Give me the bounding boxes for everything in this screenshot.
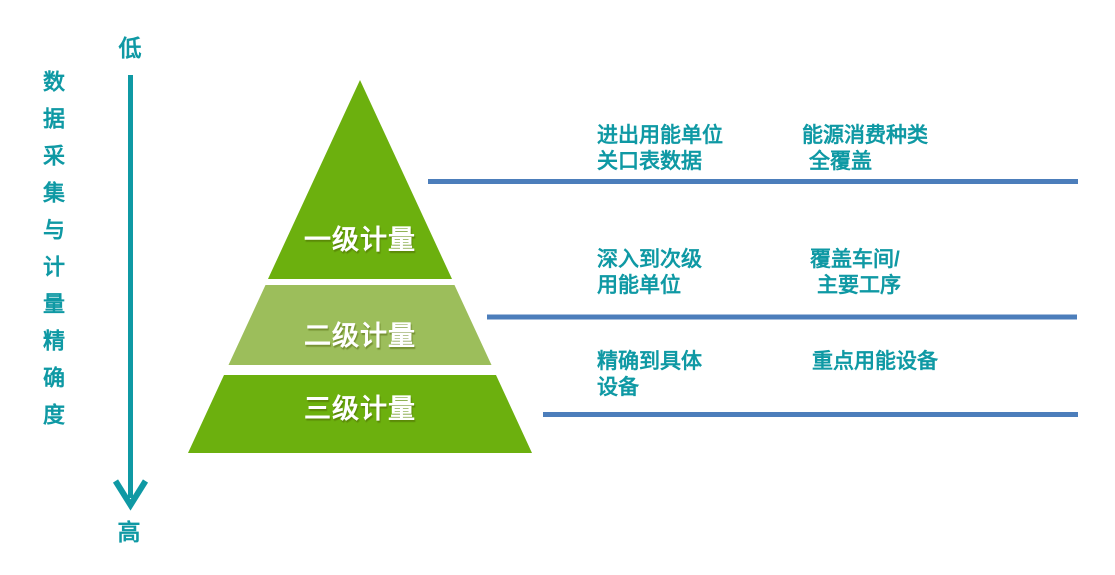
annotation-text-line: 进出用能单位	[597, 124, 723, 147]
annotation-level2-left: 深入到次级 用能单位	[597, 247, 702, 299]
annotation-level1-left: 进出用能单位 关口表数据	[597, 123, 723, 175]
pyramid-level-3-label: 三级计量	[304, 394, 416, 424]
annotation-text-line: 覆盖车间/	[810, 248, 900, 271]
annotation-text-line: 能源消费种类	[802, 124, 928, 147]
pyramid-level-2-label: 二级计量	[304, 321, 416, 351]
annotation-text-line: 主要工序	[817, 274, 901, 297]
annotation-text-line: 用能单位	[597, 274, 681, 297]
pyramid-level-1-label: 一级计量	[304, 225, 416, 255]
annotation-level1-right: 能源消费种类 全覆盖	[802, 123, 928, 175]
annotation-text-line: 全覆盖	[809, 150, 872, 173]
annotation-level3-right: 重点用能设备	[812, 349, 938, 375]
axis-low-label: 低	[118, 35, 142, 61]
annotation-text-line: 重点用能设备	[812, 350, 938, 373]
axis-title: 数据采集与计量精确度	[40, 70, 65, 440]
annotation-level2-right: 覆盖车间/ 主要工序	[810, 247, 901, 299]
annotation-text-line: 深入到次级	[597, 248, 702, 271]
axis-high-label: 高	[117, 519, 141, 545]
axis-arrow-head-icon	[112, 479, 149, 511]
pyramid-level-2-shape	[228, 285, 492, 365]
annotation-text-line: 精确到具体	[597, 350, 702, 373]
annotation-level3-left: 精确到具体 设备	[597, 349, 702, 401]
pyramid-level-1-shape	[268, 80, 452, 279]
pyramid-level-3-shape	[188, 375, 532, 453]
annotation-text-line: 设备	[597, 376, 639, 399]
annotation-text-line: 关口表数据	[597, 150, 702, 173]
